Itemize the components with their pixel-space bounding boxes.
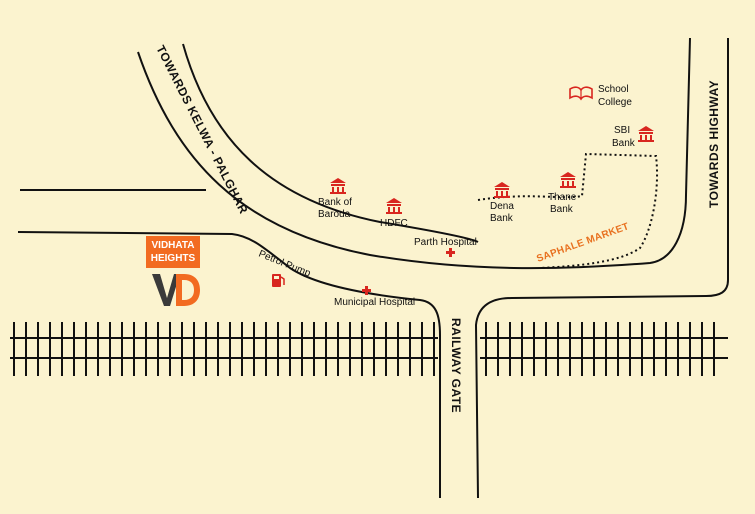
petrol-pump-label: Petrol Pump — [257, 249, 313, 280]
school-label-1: School — [598, 84, 629, 95]
dena-bank-label-1: Dena — [490, 201, 514, 212]
project-name-line-2: HEIGHTS — [150, 253, 196, 264]
sbi-bank-label-2: Bank — [612, 138, 636, 149]
kelwa-road-outer — [137, 37, 691, 270]
bank-icon — [386, 198, 402, 214]
bank-icon — [494, 182, 510, 198]
kelwa-road-inner — [182, 43, 479, 243]
saphale-market-label: SAPHALE MARKET — [535, 221, 630, 265]
bank-of-baroda-label-2: Baroda — [318, 209, 351, 220]
sbi-bank-label-1: SBI — [614, 125, 630, 136]
hdfc-label: HDFC — [380, 218, 408, 229]
bank-of-baroda-label-1: Bank of — [318, 197, 352, 208]
thane-bank-label-1: Thane — [548, 192, 577, 203]
bank-icon — [330, 178, 346, 194]
highway-label: TOWARDS HIGHWAY — [707, 80, 721, 208]
parth-hospital-label: Parth Hospital — [414, 237, 477, 248]
school-label-2: College — [598, 97, 632, 108]
railway-track-left — [10, 322, 438, 376]
dotted-lane-market — [477, 152, 659, 269]
bank-icon — [638, 126, 654, 142]
railway-track-right — [480, 322, 728, 376]
project-name-badge: VIDHATA HEIGHTS — [146, 236, 200, 268]
left-road-lower — [17, 231, 441, 498]
book-icon — [569, 86, 593, 101]
project-logo — [152, 274, 200, 306]
thane-bank-label-2: Bank — [550, 204, 574, 215]
hospital-cross-icon — [446, 248, 455, 257]
fuel-pump-icon — [272, 274, 285, 287]
hospital-cross-icon — [362, 286, 371, 295]
railway-gate-label: RAILWAY GATE — [449, 318, 463, 413]
highway-road-edge — [474, 38, 729, 499]
project-name-line-1: VIDHATA — [151, 240, 195, 251]
dena-bank-label-2: Bank — [490, 213, 514, 224]
logo-v-shape — [152, 274, 180, 306]
municipal-hospital-label: Municipal Hospital — [334, 297, 415, 308]
bank-icon — [560, 172, 576, 188]
logo-d-shape — [176, 274, 200, 306]
